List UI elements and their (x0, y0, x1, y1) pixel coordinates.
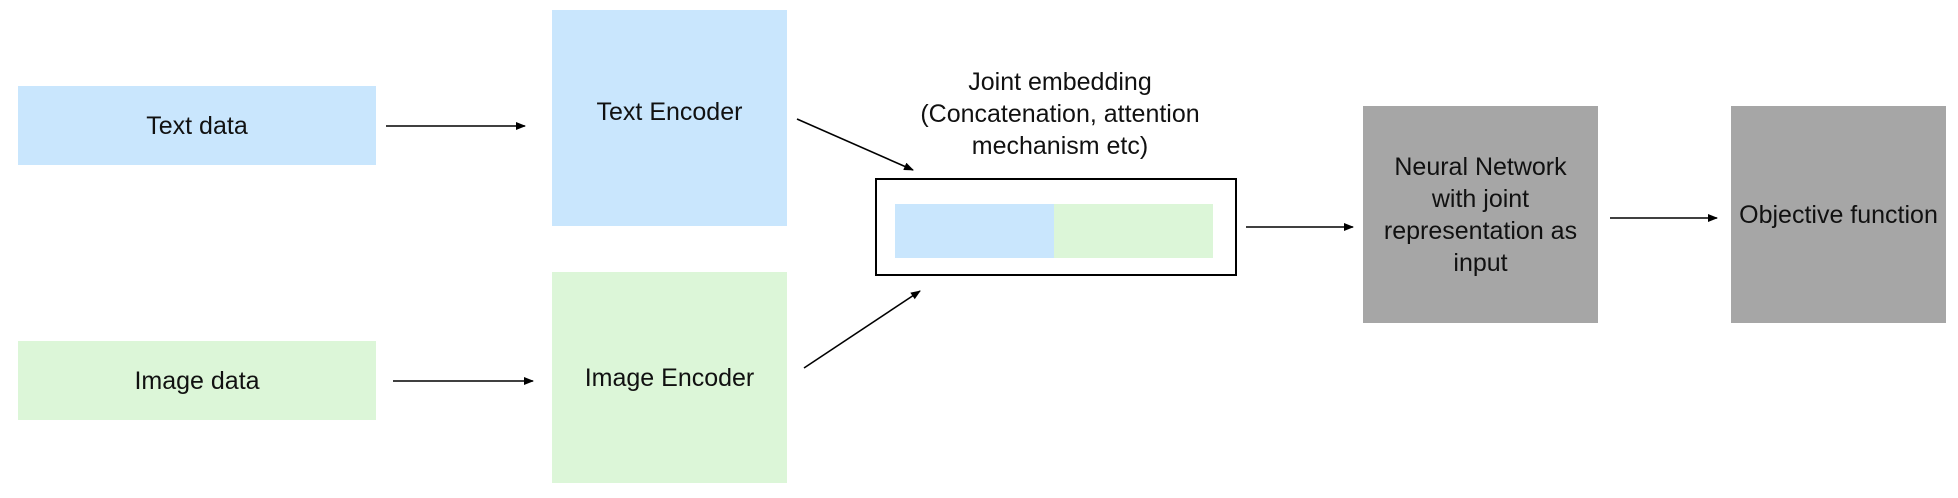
joint-embedding-image-segment (1054, 204, 1213, 258)
arrow-image-encoder-to-joint (803, 290, 921, 369)
objective-function-label: Objective function (1739, 200, 1938, 229)
neural-network-box: Neural Network with joint representation… (1363, 106, 1598, 323)
joint-embedding-text-segment (895, 204, 1054, 258)
text-data-box: Text data (18, 86, 376, 165)
arrow-text-encoder-to-joint (796, 118, 914, 171)
joint-embedding-detail-2: mechanism etc) (971, 132, 1149, 160)
text-data-label: Text data (146, 111, 248, 140)
joint-embedding-title: Joint embedding (968, 68, 1152, 96)
objective-function-box: Objective function (1731, 106, 1946, 323)
joint-embedding-label: Joint embedding (Concatenation, attentio… (880, 66, 1240, 162)
text-encoder-label: Text Encoder (596, 98, 743, 126)
image-data-box: Image data (18, 341, 376, 420)
image-data-label: Image data (134, 366, 260, 395)
image-encoder-box: Image Encoder (552, 272, 787, 483)
text-encoder-box: Text Encoder (552, 10, 787, 226)
image-encoder-label: Image Encoder (584, 363, 755, 392)
neural-network-label: Neural Network with joint representation… (1383, 152, 1578, 277)
joint-embedding-box (875, 178, 1237, 276)
joint-embedding-detail-1: (Concatenation, attention (920, 100, 1200, 128)
